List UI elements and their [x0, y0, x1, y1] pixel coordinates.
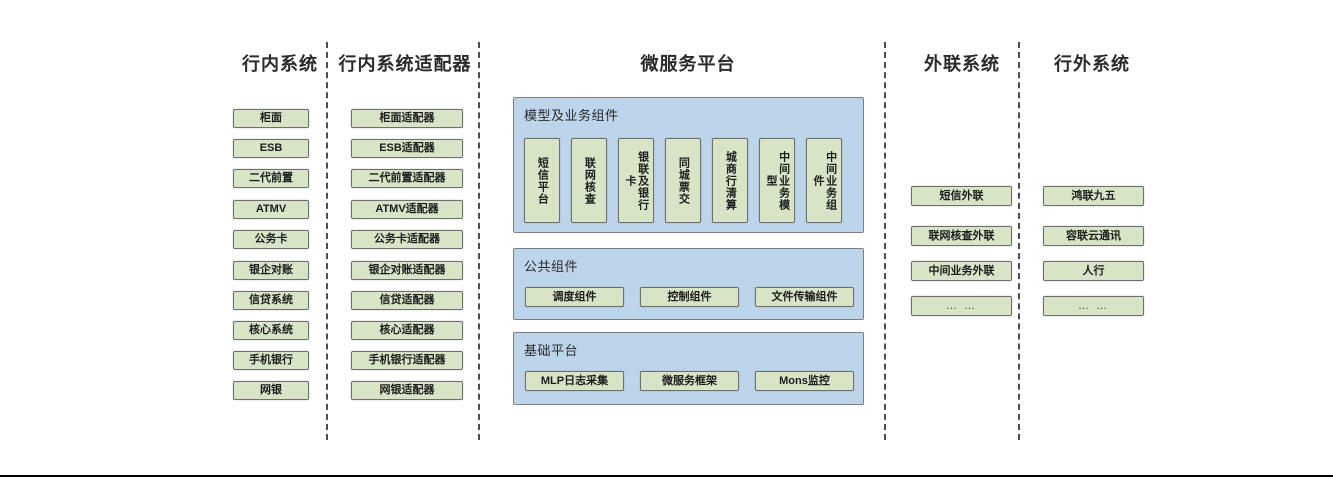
separator-1	[326, 42, 328, 440]
node-model-3[interactable]: 同城票交	[665, 138, 701, 223]
node-external-0[interactable]: 短信外联	[911, 186, 1012, 206]
node-inbank-adapter-0[interactable]: 柜面适配器	[351, 109, 463, 128]
node-outbank-0[interactable]: 鸿联九五	[1043, 186, 1144, 206]
panel-title-public-components: 公共组件	[524, 259, 579, 274]
node-inbank-adapter-8[interactable]: 手机银行适配器	[351, 351, 463, 370]
separator-4	[1018, 42, 1020, 440]
node-external-1[interactable]: 联网核查外联	[911, 226, 1012, 246]
node-public-2[interactable]: 文件传输组件	[755, 287, 854, 307]
column-title-inbank: 行内系统	[242, 54, 318, 74]
separator-3	[884, 42, 886, 440]
panel-title-model-business-components: 模型及业务组件	[524, 108, 619, 123]
node-inbank-adapter-5[interactable]: 银企对账适配器	[351, 261, 463, 280]
node-inbank-adapter-1[interactable]: ESB适配器	[351, 139, 463, 158]
panel-title-base-platform: 基础平台	[524, 343, 579, 358]
node-inbank-adapter-7[interactable]: 核心适配器	[351, 321, 463, 340]
separator-2	[478, 42, 480, 440]
node-external-2[interactable]: 中间业务外联	[911, 261, 1012, 281]
node-inbank-adapter-4[interactable]: 公务卡适配器	[351, 230, 463, 249]
node-model-1[interactable]: 联网核查	[571, 138, 607, 223]
node-inbank-5[interactable]: 银企对账	[233, 261, 309, 280]
node-outbank-2[interactable]: 人行	[1043, 261, 1144, 281]
node-inbank-adapter-2[interactable]: 二代前置适配器	[351, 169, 463, 188]
node-public-0[interactable]: 调度组件	[525, 287, 624, 307]
node-inbank-9[interactable]: 网银	[233, 381, 309, 400]
node-inbank-2[interactable]: 二代前置	[233, 169, 309, 188]
node-inbank-7[interactable]: 核心系统	[233, 321, 309, 340]
node-inbank-8[interactable]: 手机银行	[233, 351, 309, 370]
node-inbank-adapter-3[interactable]: ATMV适配器	[351, 200, 463, 219]
bottom-divider	[0, 475, 1333, 477]
node-base-1[interactable]: 微服务框架	[640, 371, 739, 391]
node-model-5[interactable]: 中间业务模型	[759, 138, 795, 223]
node-outbank-1[interactable]: 容联云通讯	[1043, 226, 1144, 246]
node-inbank-4[interactable]: 公务卡	[233, 230, 309, 249]
node-inbank-3[interactable]: ATMV	[233, 200, 309, 219]
column-title-outbank: 行外系统	[1054, 54, 1130, 74]
node-inbank-6[interactable]: 信贷系统	[233, 291, 309, 310]
node-base-2[interactable]: Mons监控	[755, 371, 854, 391]
node-outbank-3[interactable]: … …	[1043, 296, 1144, 316]
panel-base-platform: 基础平台	[513, 332, 864, 405]
node-public-1[interactable]: 控制组件	[640, 287, 739, 307]
node-inbank-1[interactable]: ESB	[233, 139, 309, 158]
panel-public-components: 公共组件	[513, 248, 864, 320]
node-inbank-adapter-9[interactable]: 网银适配器	[351, 381, 463, 400]
node-model-6[interactable]: 中间业务组件	[806, 138, 842, 223]
node-external-3[interactable]: … …	[911, 296, 1012, 316]
node-inbank-0[interactable]: 柜面	[233, 109, 309, 128]
node-model-2[interactable]: 银联及银行卡	[618, 138, 654, 223]
node-model-4[interactable]: 城商行清算	[712, 138, 748, 223]
column-title-external-link: 外联系统	[924, 54, 1000, 74]
node-model-0[interactable]: 短信平台	[524, 138, 560, 223]
column-title-microservice-platform: 微服务平台	[640, 54, 736, 74]
node-base-0[interactable]: MLP日志采集	[525, 371, 624, 391]
node-inbank-adapter-6[interactable]: 信贷适配器	[351, 291, 463, 310]
column-title-inbank-adapter: 行内系统适配器	[338, 54, 472, 74]
